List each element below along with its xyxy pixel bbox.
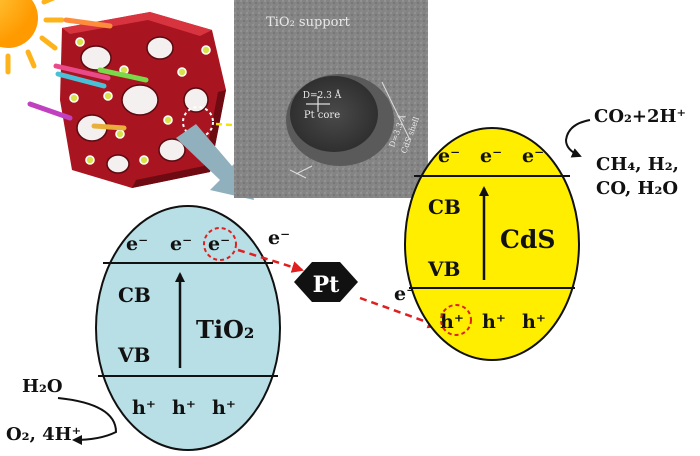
- core-label: Pt core: [304, 110, 340, 121]
- tem-title: TiO₂ support: [266, 15, 351, 30]
- tio2-hole-2: h⁺: [172, 397, 196, 419]
- tio2-hole-3: h⁺: [212, 397, 236, 419]
- tio2-electron-2: e⁻: [170, 233, 192, 255]
- cds-vb-label: VB: [427, 257, 460, 281]
- cds-name: CdS: [500, 225, 555, 254]
- cds-particle: e⁻ e⁻ e⁻ CB VB CdS h⁺ h⁺ h⁺: [404, 127, 580, 361]
- tio2-hole-1: h⁺: [132, 397, 156, 419]
- cds-electron-1: e⁻: [438, 145, 460, 167]
- tio2-electron-1: e⁻: [126, 233, 148, 255]
- tio2-reactant: H₂O: [22, 376, 63, 397]
- sun-icon: [0, 0, 65, 75]
- cds-electron-2: e⁻: [480, 145, 502, 167]
- pt-electron-in-label: e⁻: [268, 227, 290, 249]
- cds-products-line1: CH₄, H₂,: [596, 154, 679, 175]
- cds-electron-3: e⁻: [522, 145, 544, 167]
- tio2-cb-label: CB: [118, 283, 151, 307]
- cds-hole-1: h⁺: [440, 311, 464, 333]
- cds-hole-3: h⁺: [522, 311, 546, 333]
- zoom-circle: [182, 106, 214, 138]
- pt-cocatalyst: Pt: [294, 262, 358, 302]
- cds-products-line2: CO, H₂O: [596, 178, 678, 199]
- tio2-vb-label: VB: [117, 343, 150, 367]
- tio2-products: O₂, 4H⁺: [6, 424, 81, 445]
- light-rays: [27, 17, 149, 131]
- cds-hole-2: h⁺: [482, 311, 506, 333]
- tio2-particle: e⁻ e⁻ e⁻ CB VB TiO₂ h⁺ h⁺ h⁺: [95, 205, 281, 451]
- cds-reactant: CO₂+2H⁺: [594, 106, 686, 127]
- tio2-electron-3: e⁻: [208, 233, 230, 255]
- core-diameter-label: D=2.3 Å: [303, 89, 342, 101]
- oxidation-arrow: [57, 397, 118, 445]
- tem-image: TiO₂ support D=2.3 Å Pt core D=3.3 Å CdS…: [234, 0, 428, 198]
- tio2-electron-highlight: [203, 227, 237, 261]
- cds-hole-highlight: [440, 304, 472, 336]
- electron-transfer-arrow-2: [359, 296, 440, 329]
- reduction-arrow: [564, 119, 591, 158]
- tio2-name: TiO₂: [196, 315, 254, 344]
- cds-cb-label: CB: [428, 195, 461, 219]
- pt-label: Pt: [313, 272, 341, 298]
